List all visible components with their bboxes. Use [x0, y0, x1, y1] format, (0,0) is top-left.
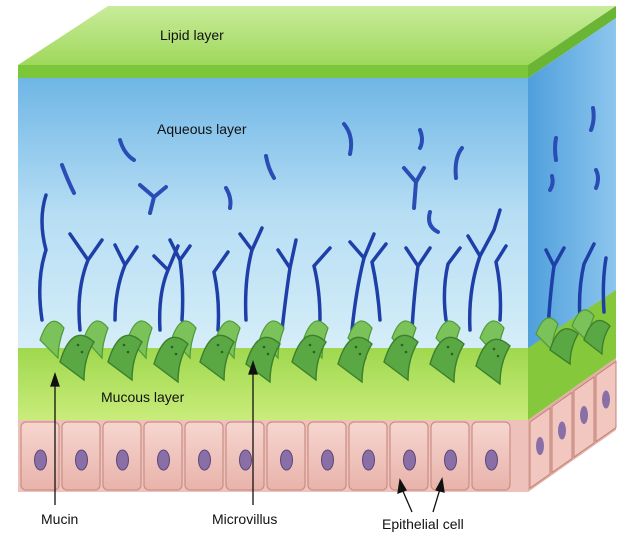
cell-nucleus [580, 406, 588, 424]
cell-nucleus [199, 450, 211, 470]
cell-nucleus [322, 450, 334, 470]
cell-nucleus [558, 422, 566, 440]
aqueous-layer-label: Aqueous layer [157, 121, 247, 137]
mucin-strand [420, 130, 422, 148]
cell-nucleus [363, 450, 375, 470]
cell-nucleus [158, 450, 170, 470]
cell-nucleus [445, 450, 457, 470]
cell-nucleus [76, 450, 88, 470]
microvillus-label: Microvillus [212, 511, 277, 527]
mucous-layer-label: Mucous layer [101, 389, 184, 405]
cell-nucleus [240, 450, 252, 470]
aqueous-layer-front [18, 78, 528, 353]
cell-nucleus [281, 450, 293, 470]
lipid-layer [18, 6, 616, 78]
cell-nucleus [35, 450, 47, 470]
mucin-strand [596, 170, 598, 188]
cell-nucleus [404, 450, 416, 470]
lipid-layer-top [18, 6, 616, 65]
mucin-strand [555, 138, 556, 160]
lipid-layer-label: Lipid layer [160, 27, 224, 43]
epithelial-cell-label: Epithelial cell [382, 516, 464, 532]
lipid-layer-front [18, 65, 528, 78]
cell-nucleus [117, 450, 129, 470]
cell-nucleus [486, 450, 498, 470]
cell-nucleus [536, 437, 544, 455]
cell-nucleus [602, 391, 610, 409]
mucin-label: Mucin [41, 511, 78, 527]
